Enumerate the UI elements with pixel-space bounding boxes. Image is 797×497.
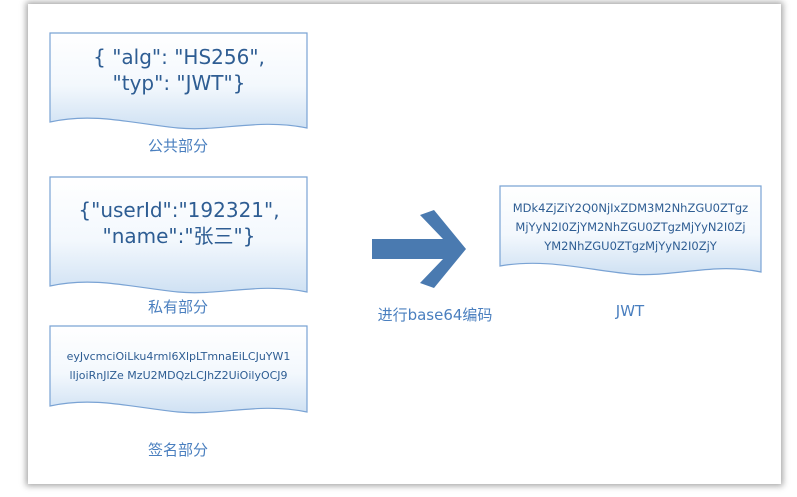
payload-document-shape: [49, 176, 308, 294]
arrow-label: 进行base64编码: [377, 306, 493, 324]
jwt-text: MDk4ZjZiY2Q0NjIxZDM3M2NhZGU0ZTgz MjYyN2I…: [500, 199, 761, 256]
arrow-right-icon: [372, 210, 466, 288]
signature-text: eyJvcmciOiLku4rml6XlpLTmnaEiLCJuYW1 lIjo…: [50, 347, 307, 385]
payload-json-text: {"userId":"192321", "name":"张三"}: [55, 197, 303, 249]
header-json-text: { "alg": "HS256", "typ": "JWT"}: [55, 44, 303, 96]
header-document-shape: [49, 32, 308, 130]
signature-line-1: eyJvcmciOiLku4rml6XlpLTmnaEiLCJuYW1: [66, 350, 291, 363]
header-caption: 公共部分: [147, 137, 208, 155]
signature-line-2: lIjoiRnJlZe MzU2MDQzLCJhZ2UiOilyOCJ9: [69, 369, 288, 382]
payload-line-1: {"userId":"192321",: [78, 198, 280, 222]
jwt-caption: JWT: [615, 302, 645, 320]
payload-caption: 私有部分: [147, 298, 208, 316]
signature-document-shape: [49, 325, 308, 414]
jwt-document-shape: [499, 185, 762, 276]
jwt-line-3: YM2NhZGU0ZTgzMjYyN2I0ZjY: [544, 239, 717, 253]
jwt-line-2: MjYyN2I0ZjYM2NhZGU0ZTgzMjYyN2I0Zj: [515, 220, 746, 234]
jwt-line-1: MDk4ZjZiY2Q0NjIxZDM3M2NhZGU0ZTgz: [512, 201, 749, 215]
header-line-2: "typ": "JWT"}: [112, 71, 246, 95]
header-line-1: { "alg": "HS256",: [93, 45, 265, 69]
signature-caption: 签名部分: [147, 441, 208, 459]
payload-line-2: "name":"张三"}: [102, 224, 256, 248]
